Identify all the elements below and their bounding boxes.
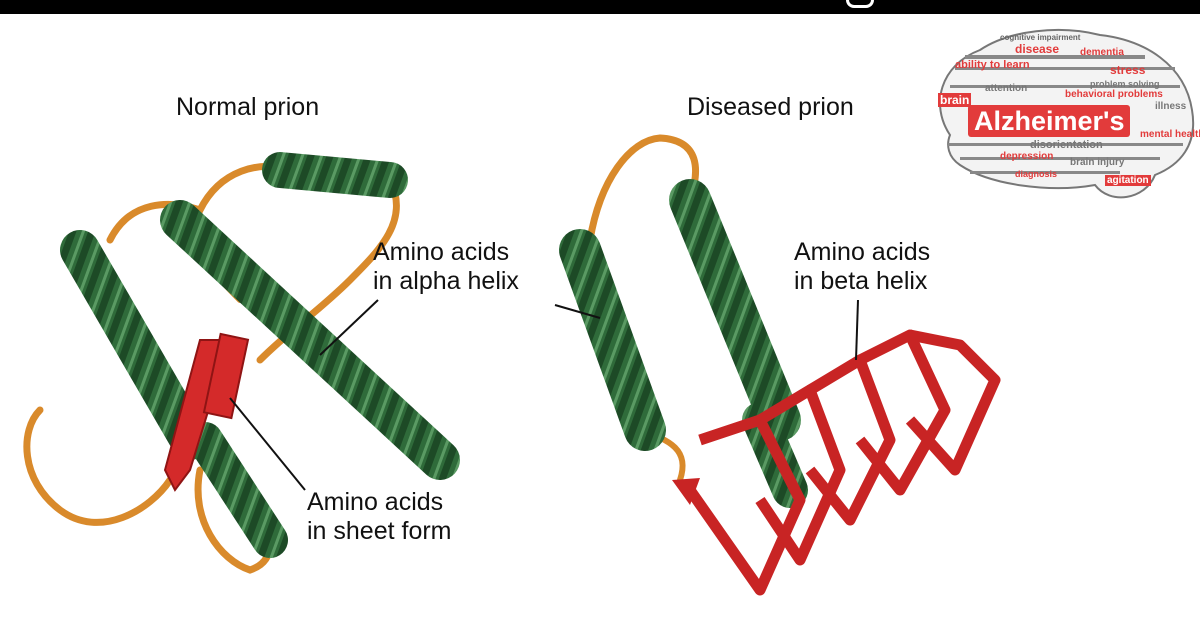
brain-word-3: ability to learn bbox=[955, 59, 1030, 71]
top-bar-notch bbox=[846, 0, 874, 8]
beta-rung-4 bbox=[855, 329, 951, 496]
brain-word-2: dementia bbox=[1080, 47, 1124, 58]
top-black-bar bbox=[0, 0, 1200, 14]
beta-callout-line1: Amino acids bbox=[794, 238, 931, 266]
normal-sheet-block bbox=[202, 332, 250, 420]
diseased-loop-top bbox=[586, 134, 699, 244]
brain-word-15: agitation bbox=[1105, 175, 1151, 186]
brain-word-9: illness bbox=[1155, 101, 1187, 112]
normal-helix-2 bbox=[160, 200, 460, 480]
brain-word-11: disorientation bbox=[1030, 139, 1103, 151]
beta-callout-line2: in beta helix bbox=[794, 267, 928, 295]
alpha-callout-line2: in alpha helix bbox=[373, 267, 519, 295]
beta-leader-line bbox=[855, 299, 859, 361]
beta-rung-5 bbox=[905, 329, 1001, 476]
brain-word-14: diagnosis bbox=[1015, 169, 1058, 179]
normal-prion-structure bbox=[23, 152, 460, 574]
brain-word-6: attention bbox=[985, 83, 1028, 94]
brain-word-1: disease bbox=[1015, 42, 1060, 56]
alzheimers-main-word: Alzheimer's bbox=[968, 105, 1131, 137]
brain-word-5: problem solving bbox=[1090, 79, 1160, 89]
brain-word-12: depression bbox=[1000, 151, 1054, 162]
diseased-prion-structure bbox=[554, 134, 1001, 596]
alpha-leader-line bbox=[319, 299, 379, 356]
brain-word-4: stress bbox=[1110, 63, 1146, 77]
normal-helix-1 bbox=[60, 230, 210, 460]
beta-rung-2 bbox=[755, 384, 846, 566]
diseased-helix-2 bbox=[669, 179, 801, 441]
beta-arrow-head bbox=[672, 478, 700, 505]
alpha-helix-callout: Amino acids in alpha helix bbox=[373, 238, 519, 296]
brain-word-13: brain injury bbox=[1070, 157, 1125, 168]
sheet-callout-line1: Amino acids bbox=[307, 488, 444, 516]
brain-word-7: brain bbox=[938, 93, 972, 107]
brain-word-8: behavioral problems bbox=[1065, 89, 1163, 100]
diseased-helix-1 bbox=[559, 229, 666, 451]
sheet-leader-line bbox=[229, 397, 306, 491]
sheet-callout-line2: in sheet form bbox=[307, 517, 452, 545]
alzheimers-brain-wordcloud: cognitive impairment disease dementia ab… bbox=[930, 25, 1200, 210]
brain-word-10: mental health bbox=[1140, 129, 1200, 140]
beta-rung-1 bbox=[685, 414, 806, 596]
diseased-prion-title: Diseased prion bbox=[687, 93, 854, 121]
diseased-alpha-leader-line bbox=[554, 304, 601, 319]
beta-helix-callout: Amino acids in beta helix bbox=[794, 238, 930, 296]
beta-rung-3 bbox=[805, 354, 896, 526]
sheet-form-callout: Amino acids in sheet form bbox=[307, 488, 452, 546]
normal-loop-left bbox=[23, 406, 174, 526]
brain-word-0: cognitive impairment bbox=[1000, 33, 1081, 42]
normal-helix-3 bbox=[262, 152, 408, 198]
beta-helix-rungs bbox=[685, 329, 1001, 596]
normal-prion-title: Normal prion bbox=[176, 93, 320, 121]
normal-helix-4 bbox=[187, 422, 288, 558]
alpha-callout-line1: Amino acids bbox=[373, 238, 510, 266]
